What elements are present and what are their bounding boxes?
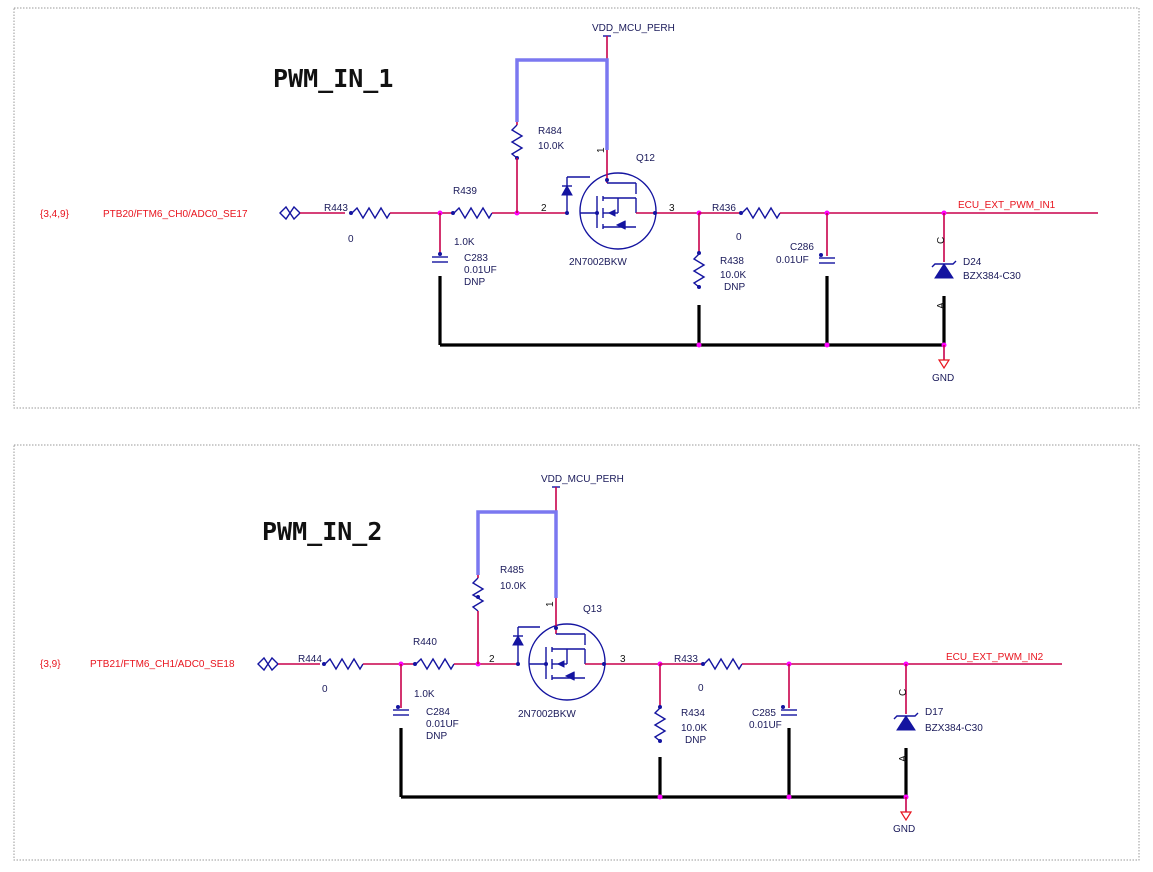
sheet-ref: {3,4,9} [40, 209, 70, 220]
component-ref: R436 [712, 203, 736, 214]
component-value: 1.0K [414, 689, 435, 700]
pullup-wire [515, 58, 609, 150]
mosfet-q13: 1 3 Q13 2N7002BKW [512, 598, 660, 720]
input-net-label: PTB20/FTM6_CH0/ADC0_SE17 [103, 209, 248, 220]
port-arrow-icon [279, 205, 301, 221]
component-value: 0 [698, 683, 704, 694]
output-net-label: ECU_EXT_PWM_IN1 [958, 200, 1056, 211]
component-ref: R433 [674, 654, 698, 665]
pin-number: 2 [541, 203, 547, 214]
component-ref: R485 [500, 565, 524, 576]
component-ref: D17 [925, 707, 944, 718]
component-ref: R443 [324, 203, 348, 214]
pin-number: 3 [669, 203, 675, 214]
power-symbol: VDD_MCU_PERH [541, 474, 624, 512]
component-ref: Q13 [583, 604, 602, 615]
component-ref: R434 [681, 708, 705, 719]
component-ref: C283 [464, 253, 488, 264]
pin-number: 2 [489, 654, 495, 665]
circuit-title: PWM_IN_1 [273, 64, 393, 93]
component-value: 0 [736, 232, 742, 243]
component-part: 2N7002BKW [569, 257, 627, 268]
input-port: {3,4,9} PTB20/FTM6_CH0/ADC0_SE17 [40, 205, 301, 221]
resistor-r485: R485 10.0K [471, 565, 526, 664]
ground-label: GND [932, 373, 954, 384]
component-note: DNP [464, 277, 485, 288]
component-value: 0.01UF [464, 265, 497, 276]
component-value: 10.0K [500, 581, 526, 592]
resistor-r444: R444 0 [298, 654, 364, 695]
component-ref: R439 [453, 186, 477, 197]
component-value: 0.01UF [749, 720, 782, 731]
capacitor-c285: C285 0.01UF [749, 664, 797, 797]
resistor-r443: R443 0 [324, 203, 391, 245]
pin-label: A [898, 755, 909, 762]
component-ref: C285 [752, 708, 776, 719]
component-value: 10.0K [538, 141, 564, 152]
component-note: DNP [426, 731, 447, 742]
pin-label: C [898, 689, 909, 696]
component-ref: R440 [413, 637, 437, 648]
component-ref: Q12 [636, 153, 655, 164]
ground-label: GND [893, 824, 915, 835]
resistor-r484: R484 10.0K [510, 122, 564, 213]
component-value: 0.01UF [776, 255, 809, 266]
capacitor-c284: C284 0.01UF DNP [393, 664, 459, 797]
resistor-r433: R433 0 [674, 654, 743, 694]
component-value: 0.01UF [426, 719, 459, 730]
pin-number: 1 [545, 601, 556, 607]
component-ref: C286 [790, 242, 814, 253]
component-ref: R444 [298, 654, 322, 665]
power-label: VDD_MCU_PERH [592, 23, 675, 34]
component-part: BZX384-C30 [963, 271, 1021, 282]
sheet-frame [13, 7, 1140, 409]
ground-symbol: GND [932, 345, 954, 384]
ground-symbol: GND [893, 797, 915, 835]
resistor-r439: R439 1.0K [451, 186, 493, 248]
component-part: 2N7002BKW [518, 709, 576, 720]
component-ref: D24 [963, 257, 982, 268]
sheet-ref: {3,9} [40, 659, 61, 670]
resistor-r434: R434 10.0K DNP [653, 664, 707, 797]
input-net-label: PTB21/FTM6_CH1/ADC0_SE18 [90, 659, 235, 670]
circuit-title: PWM_IN_2 [262, 517, 382, 546]
pin-label: A [936, 302, 947, 309]
pin-label: C [936, 237, 947, 244]
power-symbol: VDD_MCU_PERH [592, 23, 675, 60]
resistor-r440: R440 1.0K [413, 637, 455, 700]
component-value: 1.0K [454, 237, 475, 248]
zener-diode-d17: C A D17 BZX384-C30 [893, 664, 983, 797]
output-net-label: ECU_EXT_PWM_IN2 [946, 652, 1044, 663]
resistor-r436: R436 0 [712, 203, 781, 243]
circuit-pwm-in-2: PWM_IN_2 VDD_MCU_PERH {3,9} PTB21/FTM6_C… [13, 444, 1140, 861]
circuit-pwm-in-1: PWM_IN_1 VDD_MCU_PERH {3,4,9} PTB20/FTM6… [13, 7, 1140, 409]
pin-number: 3 [620, 654, 626, 665]
component-value: 0 [348, 234, 354, 245]
component-value: 10.0K [720, 270, 746, 281]
component-part: BZX384-C30 [925, 723, 983, 734]
component-ref: R438 [720, 256, 744, 267]
component-note: DNP [724, 282, 745, 293]
pin-number: 1 [596, 147, 607, 153]
sheet-frame [13, 444, 1140, 861]
zener-diode-d24: C A D24 BZX384-C30 [931, 213, 1021, 345]
mosfet-q12: 1 3 Q12 2N7002 [561, 147, 699, 268]
input-port: {3,9} PTB21/FTM6_CH1/ADC0_SE18 [40, 656, 279, 672]
component-note: DNP [685, 735, 706, 746]
component-value: 10.0K [681, 723, 707, 734]
port-arrow-icon [257, 656, 279, 672]
capacitor-c283: C283 0.01UF DNP [432, 213, 497, 345]
power-label: VDD_MCU_PERH [541, 474, 624, 485]
component-ref: R484 [538, 126, 562, 137]
pullup-wire [476, 510, 558, 598]
resistor-r438: R438 10.0K DNP [692, 213, 746, 345]
capacitor-c286: C286 0.01UF [776, 213, 835, 345]
component-ref: C284 [426, 707, 450, 718]
component-value: 0 [322, 684, 328, 695]
